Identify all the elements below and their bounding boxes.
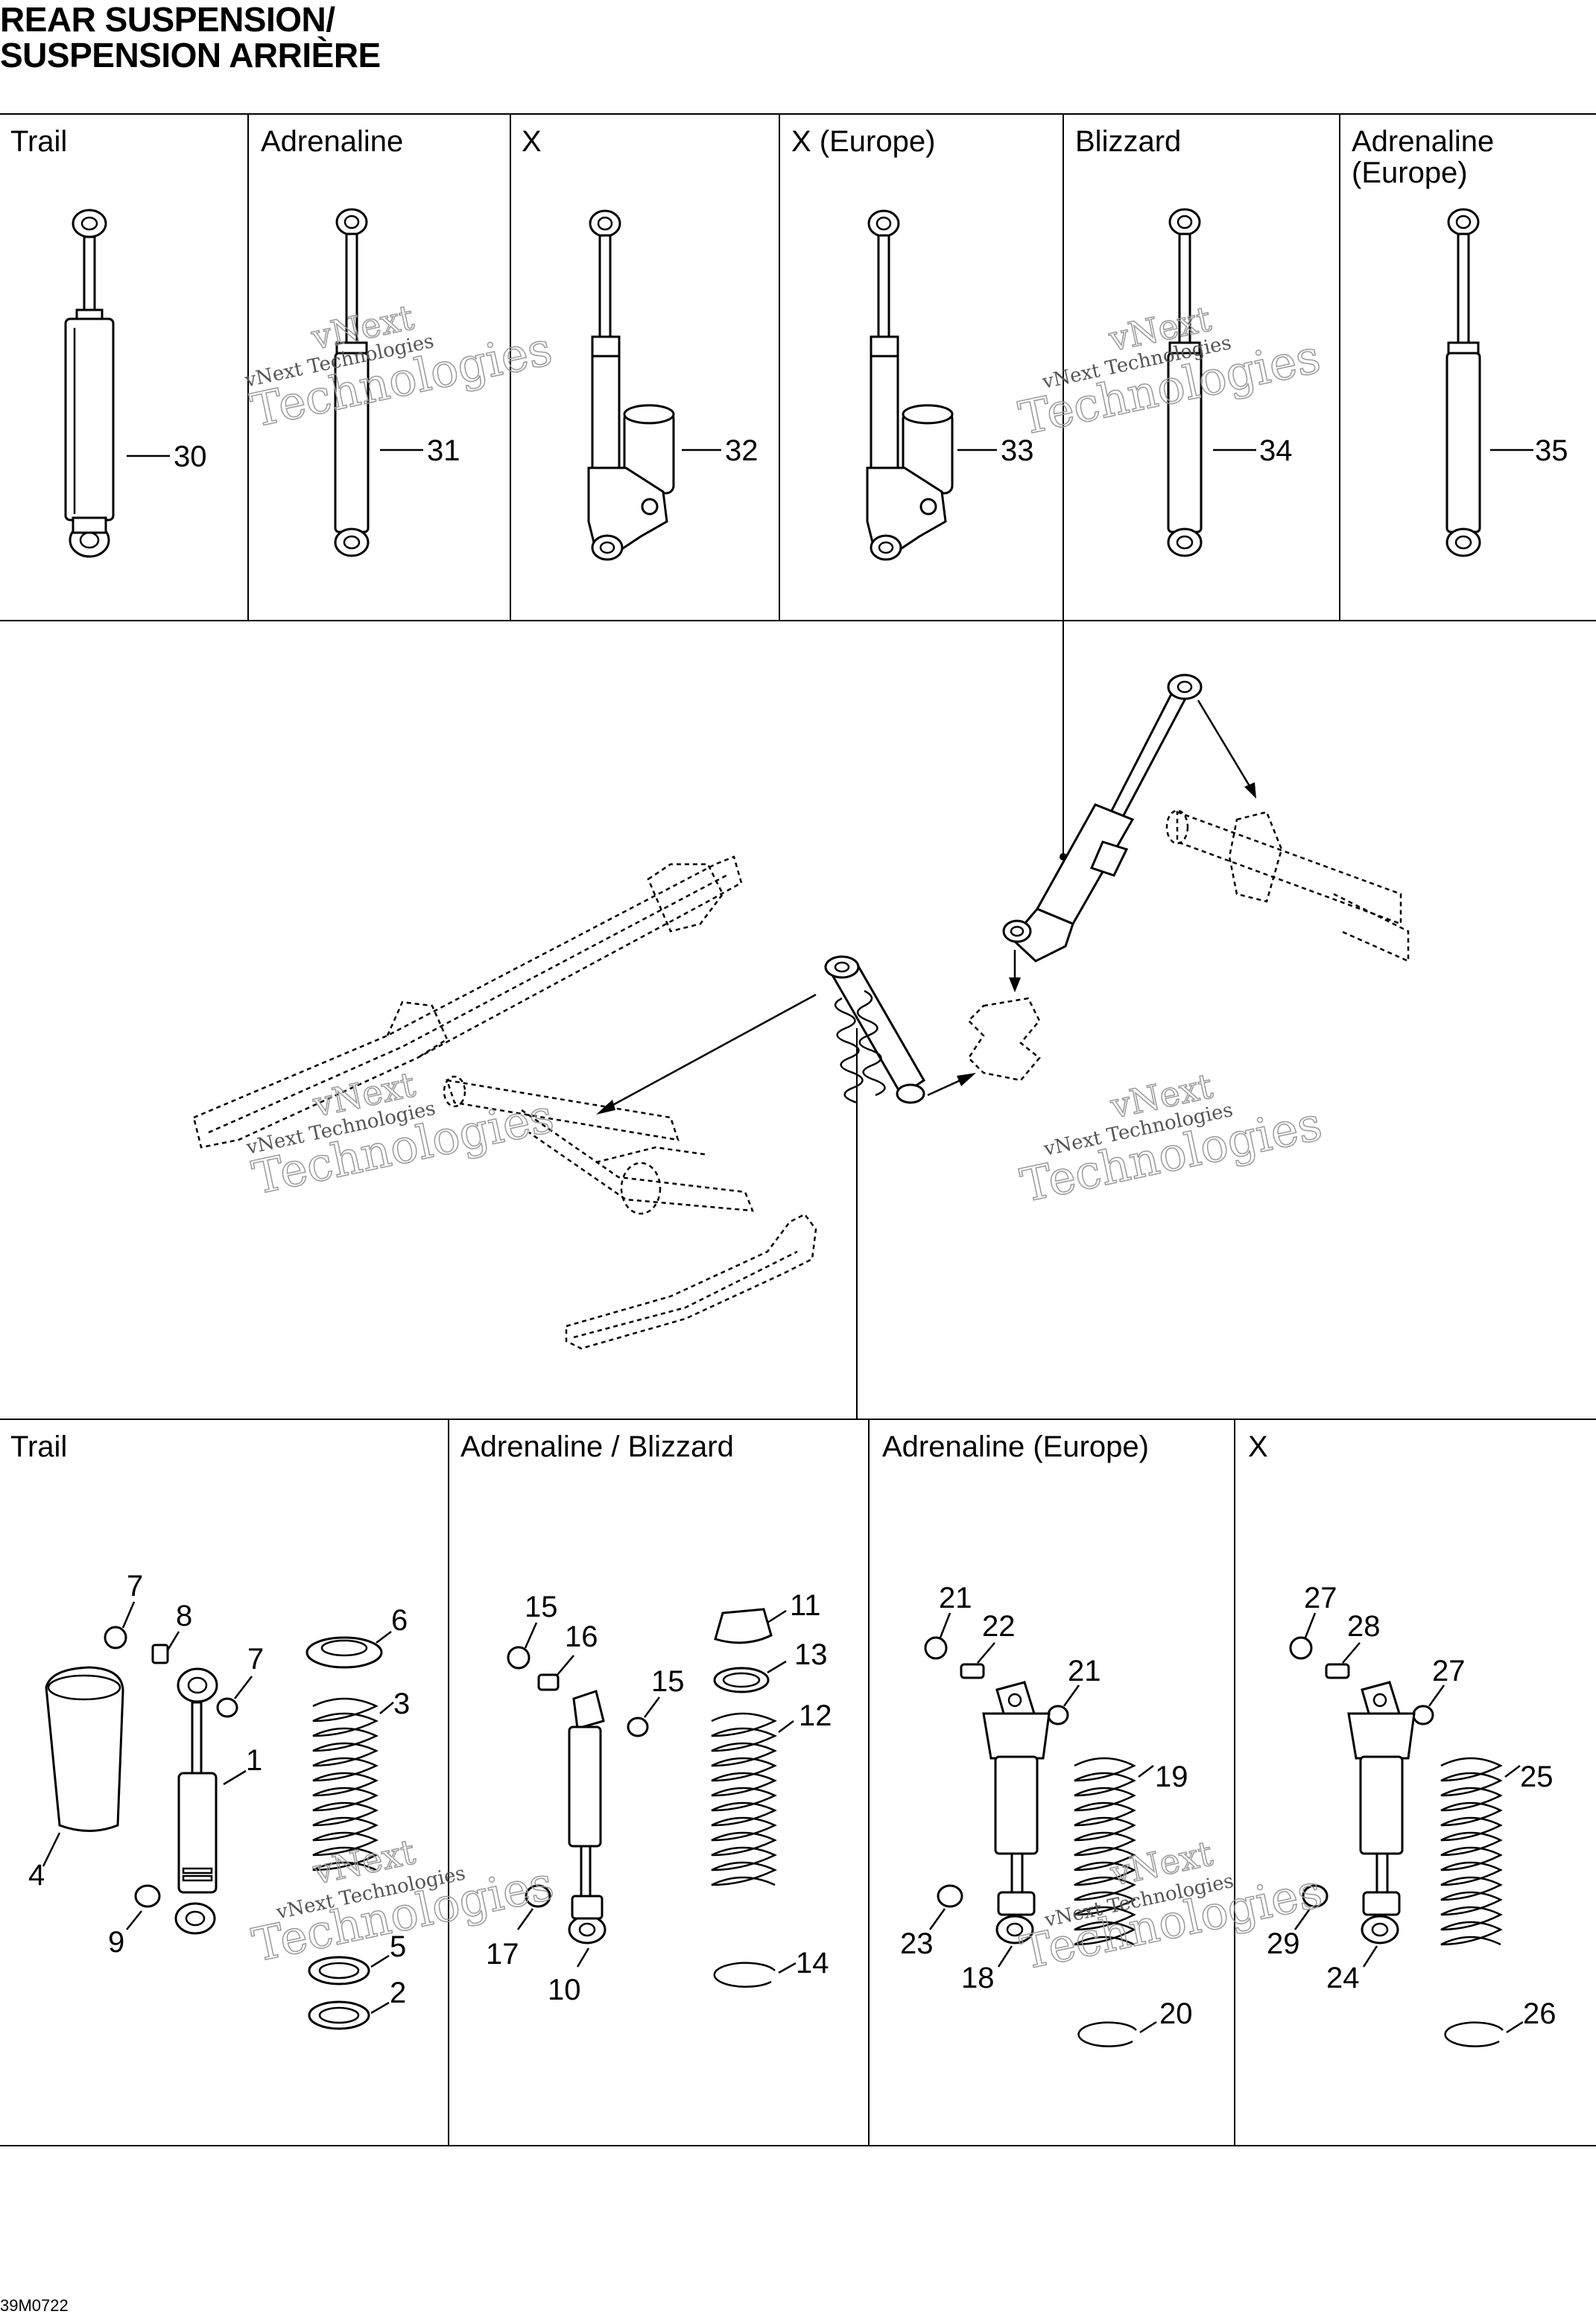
adrenaline-europe-kit-drawing <box>924 1612 1157 2047</box>
watermark-4: vNext Technologies vNext Technologies <box>1016 1065 1327 1213</box>
panel-heading-trail-kit: Trail <box>10 1430 67 1463</box>
shock-absorber-34 <box>1167 208 1256 557</box>
callout-3: 3 <box>393 1687 410 1720</box>
adrenaline-blizzard-kit-drawing <box>507 1608 797 1988</box>
callout-7a: 7 <box>127 1570 143 1603</box>
callout-28: 28 <box>1347 1610 1381 1643</box>
callout-35: 35 <box>1535 434 1568 467</box>
callout-19: 19 <box>1155 1760 1188 1793</box>
callout-13: 13 <box>794 1638 828 1671</box>
callout-18: 18 <box>961 1962 995 1994</box>
callout-9: 9 <box>108 1926 124 1959</box>
callout-14: 14 <box>796 1947 829 1980</box>
callout-16: 16 <box>565 1620 598 1653</box>
watermark-2: vNext Technologies vNext Technologies <box>1014 298 1326 446</box>
panel-heading-x-kit: X <box>1248 1430 1268 1463</box>
shock-absorber-30 <box>64 209 170 558</box>
callout-25: 25 <box>1520 1760 1554 1793</box>
callout-4: 4 <box>28 1859 45 1892</box>
callout-17: 17 <box>486 1938 519 1971</box>
panel-heading-adrenaline-blizzard-kit: Adrenaline / Blizzard <box>460 1430 734 1463</box>
callout-32: 32 <box>725 434 759 467</box>
panel-heading-trail: Trail <box>10 125 67 158</box>
shock-absorber-35 <box>1445 208 1533 557</box>
callout-8: 8 <box>176 1600 192 1632</box>
callout-6: 6 <box>391 1604 408 1637</box>
x-kit-drawing <box>1289 1612 1524 2047</box>
title-line-1: REAR SUSPENSION/ <box>0 0 335 39</box>
trail-kit-drawing <box>42 1601 394 2030</box>
callout-12: 12 <box>799 1699 832 1732</box>
panel-heading-x: X <box>522 125 542 158</box>
callout-1: 1 <box>246 1744 262 1777</box>
callout-20: 20 <box>1159 1997 1193 2030</box>
shock-absorber-32 <box>587 209 721 561</box>
callout-22: 22 <box>982 1610 1016 1643</box>
callout-21b: 21 <box>1068 1655 1101 1687</box>
callout-21a: 21 <box>939 1582 972 1614</box>
callout-15b: 15 <box>651 1665 685 1698</box>
callout-26: 26 <box>1523 1997 1557 2030</box>
callout-11: 11 <box>790 1589 821 1622</box>
callout-33: 33 <box>1001 434 1034 467</box>
suspension-frame-assembly <box>192 674 1410 1350</box>
callout-15a: 15 <box>525 1591 558 1623</box>
callout-30: 30 <box>174 440 207 473</box>
callout-31: 31 <box>427 434 460 467</box>
callout-23: 23 <box>900 1927 934 1960</box>
watermark-3: vNext Technologies vNext Technologies <box>244 1063 558 1205</box>
grid-lines <box>0 113 1596 2146</box>
watermark-1: vNext Technologies vNext Technologies <box>242 297 557 439</box>
panel-heading-blizzard: Blizzard <box>1075 125 1181 158</box>
callout-5: 5 <box>390 1930 406 1963</box>
panel-heading-adrenaline-europe: Adrenaline(Europe) <box>1352 125 1494 189</box>
callout-27b: 27 <box>1432 1655 1466 1687</box>
callout-2: 2 <box>390 1977 406 2009</box>
title-line-2: SUSPENSION ARRIÈRE <box>0 36 381 75</box>
panel-heading-x-europe: X (Europe) <box>791 125 935 158</box>
page-title: REAR SUSPENSION/ SUSPENSION ARRIÈRE <box>0 1 381 73</box>
document-id: 39M0722 <box>0 2296 69 2315</box>
callout-27a: 27 <box>1304 1582 1337 1614</box>
callout-29: 29 <box>1267 1927 1300 1960</box>
callout-7b: 7 <box>247 1643 264 1676</box>
panel-heading-adrenaline-europe-kit: Adrenaline (Europe) <box>882 1430 1149 1463</box>
callout-34: 34 <box>1259 434 1293 467</box>
shock-absorber-31 <box>334 208 423 557</box>
callout-10: 10 <box>548 1974 581 2006</box>
shock-absorber-33 <box>866 209 997 561</box>
callout-24: 24 <box>1326 1962 1360 1994</box>
panel-heading-adrenaline: Adrenaline <box>261 125 403 158</box>
